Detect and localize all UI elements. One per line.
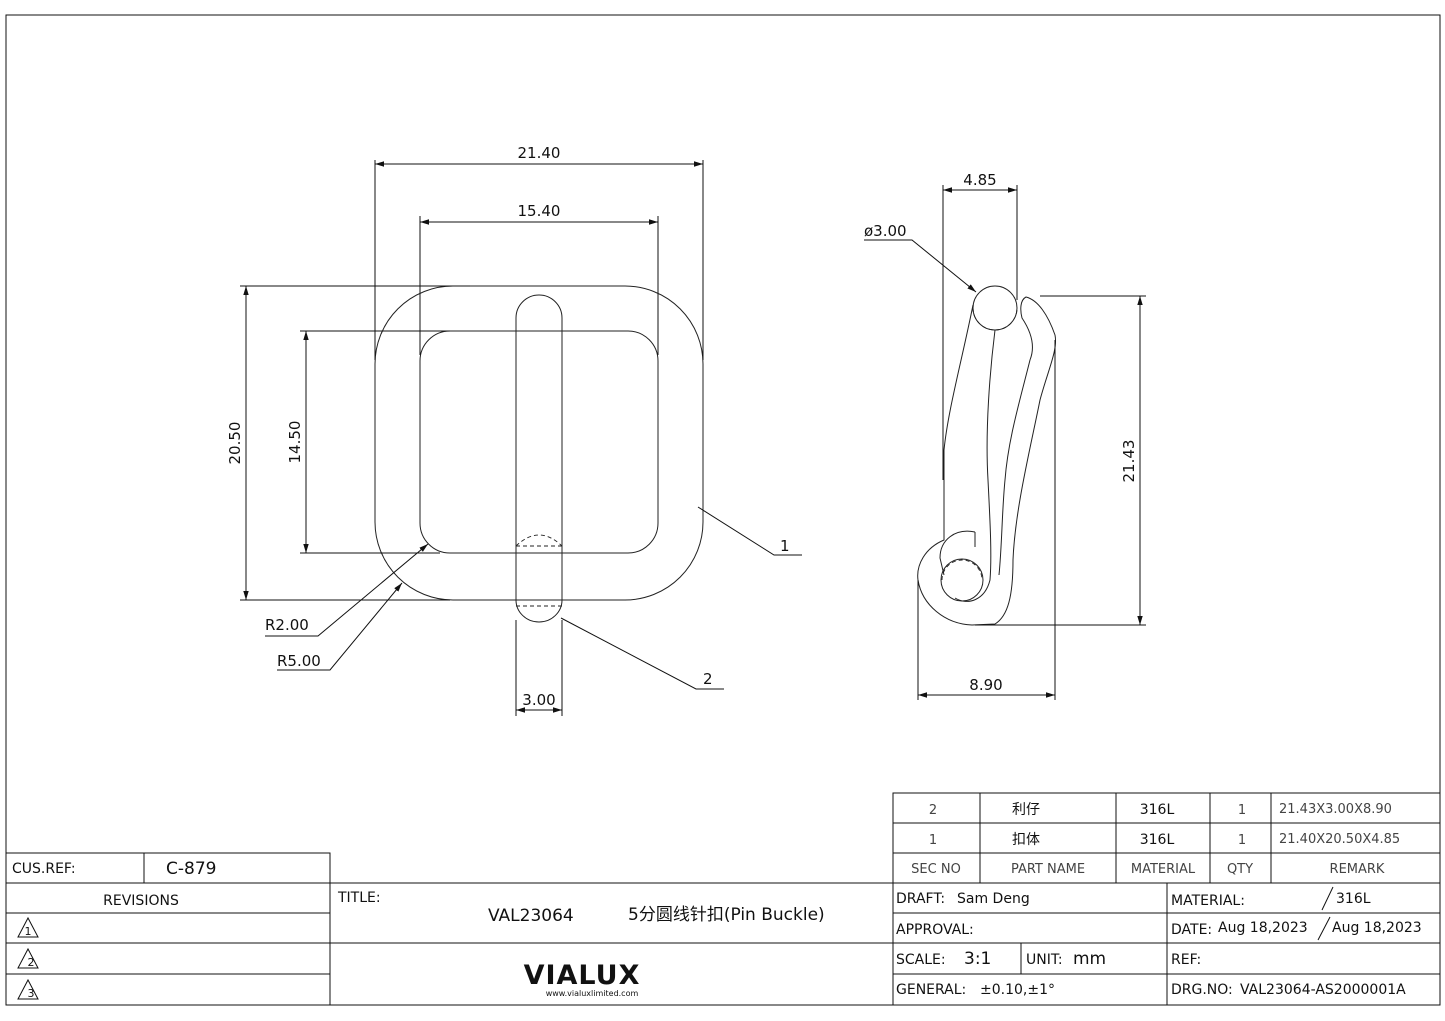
material-slash — [1321, 886, 1334, 911]
cus-ref-value: C-879 — [166, 859, 216, 879]
dim-width-outer: 21.40 — [518, 144, 561, 162]
side-body-inner — [954, 329, 996, 602]
part-number: VAL23064 — [488, 906, 574, 926]
buckle-frame-inner — [419, 330, 659, 554]
general-label: GENERAL: — [896, 982, 966, 998]
approval-label: APPROVAL: — [896, 922, 974, 938]
side-loop-inner — [939, 530, 976, 576]
bom-header: SEC NO PART NAME MATERIAL QTY REMARK — [911, 862, 1385, 877]
general-value: ±0.10,±1° — [980, 982, 1055, 998]
unit-label: UNIT: — [1026, 952, 1063, 968]
bom-sec-no: 1 — [929, 833, 937, 848]
title-block: CUS.REF: C-879 REVISIONS 1 2 3 TITLE: VA… — [5, 852, 1440, 1006]
dim-pin-width: 3.00 — [522, 691, 555, 709]
bom-header-qty: QTY — [1227, 862, 1253, 877]
date-slash — [1317, 916, 1331, 941]
bom-remark: 21.43X3.00X8.90 — [1279, 802, 1392, 817]
balloon-1: 1 — [780, 537, 790, 555]
logo-url: www.vialuxlimited.com — [546, 989, 639, 998]
bom-header-material: MATERIAL — [1131, 862, 1196, 877]
revision-mark-1: 1 — [17, 916, 39, 938]
draft-value: Sam Deng — [957, 891, 1030, 907]
drg-no-label: DRG.NO: — [1171, 982, 1233, 998]
revision-mark-number: 3 — [28, 987, 35, 1000]
logo-text: VIALUX — [524, 960, 641, 991]
bom-header-sec-no: SEC NO — [911, 862, 961, 877]
bom-material: 316L — [1140, 802, 1175, 818]
dim-width-inner: 15.40 — [518, 202, 561, 220]
dim-radius-outer: R5.00 — [277, 652, 321, 670]
dim-diameter: ø3.00 — [864, 222, 907, 240]
pin-circle-bottom-hidden — [941, 559, 983, 581]
drg-no-value: VAL23064-AS2000001A — [1240, 982, 1406, 998]
revision-mark-3: 3 — [17, 978, 39, 1000]
revision-mark-number: 1 — [25, 925, 32, 938]
bom-header-part-name: PART NAME — [1011, 862, 1085, 877]
balloon-2: 2 — [703, 670, 713, 688]
bom-part-name: 扣体 — [1012, 832, 1040, 848]
bom-table: 2 利仔 316L 1 21.43X3.00X8.90 1 扣体 316L 1 … — [892, 792, 1441, 884]
scale-label: SCALE: — [896, 952, 946, 968]
side-view: 4.85 ø3.00 21.43 8.90 — [864, 171, 1146, 700]
bom-header-remark: REMARK — [1330, 862, 1385, 877]
cus-ref-label: CUS.REF: — [12, 861, 76, 877]
bom-material: 316L — [1140, 832, 1175, 848]
vialux-logo: VIALUX www.vialuxlimited.com — [524, 960, 641, 998]
date-value-2: Aug 18,2023 — [1332, 920, 1422, 936]
dim-height-outer: 20.50 — [226, 422, 244, 465]
dim-depth: 8.90 — [969, 676, 1002, 694]
pin-hidden-arc — [515, 534, 563, 547]
pin-outline — [515, 294, 563, 623]
balloon-leader-2 — [560, 617, 724, 690]
dim-thickness: 4.85 — [963, 171, 996, 189]
bom-remark: 21.40X20.50X4.85 — [1279, 832, 1400, 847]
pin-circle-hidden — [972, 307, 1018, 331]
leader-radius-outer — [277, 582, 403, 671]
material-label: MATERIAL: — [1171, 893, 1245, 909]
revision-mark-2: 2 — [17, 947, 39, 969]
leader-radius-inner — [265, 543, 429, 637]
title-label: TITLE: — [337, 890, 381, 906]
side-body-outer — [917, 296, 1057, 626]
bom-sec-no: 2 — [929, 803, 937, 818]
date-value-1: Aug 18,2023 — [1218, 920, 1308, 936]
pin-circle-bottom — [940, 558, 984, 602]
revision-mark-number: 2 — [28, 956, 35, 969]
dim-height-inner: 14.50 — [286, 421, 304, 464]
balloon-leader-1 — [697, 506, 802, 556]
sheet-border — [5, 14, 1441, 1006]
front-view: 21.40 15.40 20.50 14.50 3.00 R2.00 R5.00… — [226, 144, 802, 716]
bom-part-name: 利仔 — [1012, 802, 1040, 818]
date-label: DATE: — [1171, 922, 1212, 938]
leader-diameter — [864, 239, 977, 293]
bom-row: 2 利仔 316L 1 21.43X3.00X8.90 — [929, 802, 1392, 818]
material-value: 316L — [1336, 891, 1371, 907]
dim-height: 21.43 — [1120, 440, 1138, 483]
part-description: 5分圆线针扣(Pin Buckle) — [628, 905, 825, 925]
ref-label: REF: — [1171, 952, 1201, 968]
bom-row: 1 扣体 316L 1 21.40X20.50X4.85 — [929, 832, 1400, 848]
bom-qty: 1 — [1238, 803, 1246, 818]
unit-value: mm — [1073, 949, 1106, 969]
revisions-label: REVISIONS — [103, 893, 179, 909]
dim-radius-inner: R2.00 — [265, 616, 309, 634]
bom-qty: 1 — [1238, 833, 1246, 848]
draft-label: DRAFT: — [896, 891, 945, 907]
scale-value: 3:1 — [964, 949, 991, 969]
